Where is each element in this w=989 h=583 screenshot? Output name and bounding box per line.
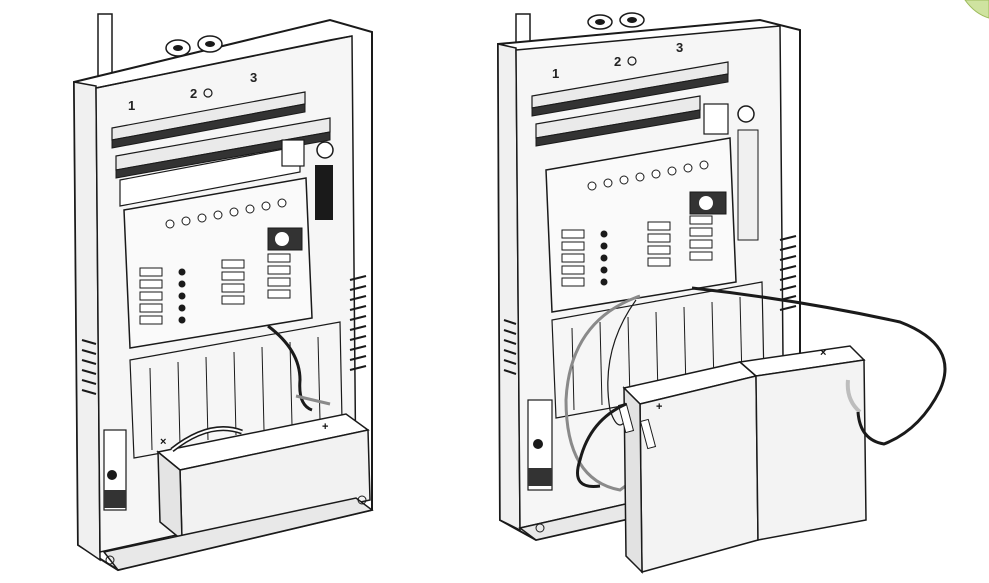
left-port-label-1: 1 xyxy=(128,98,135,113)
right-battery-negative-label: × xyxy=(820,347,826,359)
right-battery-positive-label: + xyxy=(656,401,662,413)
right-control-panel xyxy=(545,137,737,313)
right-battery: + × xyxy=(617,345,867,574)
key-switch-icon xyxy=(689,191,727,215)
left-side-wall xyxy=(73,81,101,562)
right-black-lead xyxy=(691,286,947,446)
right-side-wall xyxy=(497,43,521,532)
right-led-row xyxy=(587,160,709,191)
left-battery-negative-label: × xyxy=(160,436,166,448)
cable-gland-icon xyxy=(165,35,223,57)
right-port-label-1: 1 xyxy=(552,66,559,81)
key-switch-icon xyxy=(267,227,303,251)
terminal-block-icon xyxy=(111,91,331,179)
terminal-block-icon xyxy=(531,61,729,147)
led-icon xyxy=(178,268,186,324)
right-port-label-2: 2 xyxy=(614,54,621,69)
corner-leaf-icon xyxy=(964,0,989,19)
left-led-row xyxy=(165,198,287,229)
right-port-label-3: 3 xyxy=(676,40,683,55)
led-icon xyxy=(600,230,608,286)
left-port-label-2: 2 xyxy=(190,86,197,101)
left-enclosure: 1 2 3 xyxy=(72,13,374,572)
left-battery-positive-label: + xyxy=(322,421,328,433)
cable-gland-icon xyxy=(587,12,645,30)
left-port-label-3: 3 xyxy=(250,70,257,85)
left-black-lead xyxy=(267,324,313,412)
right-enclosure: 1 2 3 xyxy=(496,12,947,574)
